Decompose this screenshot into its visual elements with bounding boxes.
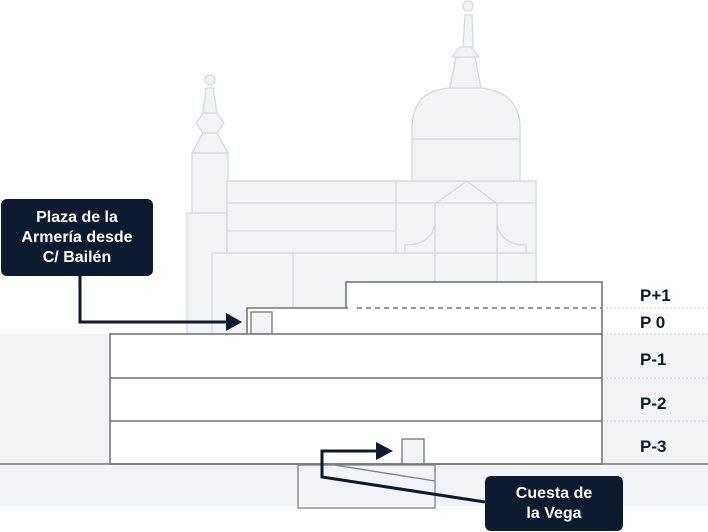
callout-plaza-line3: C/ Bailén — [42, 248, 112, 266]
callout-plaza-line2: Armería desde — [21, 228, 133, 246]
callout-plaza-line1: Plaza de la — [36, 208, 118, 226]
arrow-plaza — [78, 276, 242, 331]
level-label-p0: P 0 — [640, 313, 665, 332]
callout-cuesta-line2: la Vega — [526, 504, 582, 522]
level-dividers — [606, 307, 708, 422]
underground-levels-block — [109, 333, 603, 465]
level-label-p-3: P-3 — [640, 437, 666, 456]
level-p0-block — [246, 307, 603, 334]
access-ramp — [327, 463, 436, 482]
entrance-door-plaza — [250, 311, 273, 335]
callout-plaza-armeria: Plaza de la Armería desde C/ Bailén — [1, 199, 153, 276]
entrance-door-cuesta — [401, 438, 425, 465]
callout-cuesta-vega: Cuesta de la Vega — [485, 476, 623, 531]
access-tunnel — [297, 464, 436, 509]
level-label-p-2: P-2 — [640, 394, 666, 413]
level-label-p-1: P-1 — [640, 350, 666, 369]
callout-cuesta-line1: Cuesta de — [515, 484, 593, 502]
level-label-p1: P+1 — [640, 286, 671, 305]
ground-area-right — [602, 334, 708, 465]
level-p1-block — [345, 281, 603, 309]
ground-area-left — [0, 334, 110, 465]
arrow-cuesta — [320, 442, 486, 504]
